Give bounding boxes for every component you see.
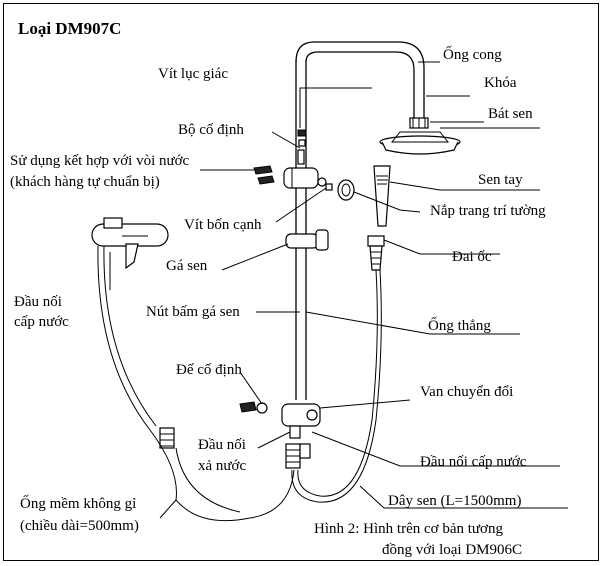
label-wall-cap: Nắp trang trí tường <box>430 203 546 219</box>
lock-nut <box>409 117 429 129</box>
label-flex-hose-1: Ống mềm không gỉ <box>20 494 136 512</box>
wall-cap <box>337 179 355 201</box>
label-straight-pipe: Ống thẳng <box>428 316 491 334</box>
label-customer-prepares: (khách hàng tự chuẩn bị) <box>10 174 160 190</box>
left-supply-connector <box>159 427 175 449</box>
label-hex-screw: Vít lục giác <box>158 66 228 82</box>
label-use-with-faucet: Sử dụng kết hợp với vòi nước <box>10 153 190 169</box>
caption-line-2: đồng với loại DM906C <box>382 542 522 558</box>
fixing-set <box>253 149 327 189</box>
label-drain-connector-2: xả nước <box>198 458 246 474</box>
shower-head <box>379 131 461 155</box>
label-nut: Đai ốc <box>452 249 492 265</box>
flexible-hose <box>97 245 295 522</box>
label-supply-connector-left-2: cấp nước <box>14 314 69 330</box>
slide-holder <box>285 229 329 251</box>
label-slide-holder: Gá sen <box>166 258 208 274</box>
wall-mixer-faucet <box>91 217 169 270</box>
label-drain-connector-1: Đầu nối <box>198 437 246 453</box>
label-lock: Khóa <box>484 75 517 91</box>
hose-nut <box>367 235 385 271</box>
label-hand-shower: Sen tay <box>478 172 523 188</box>
curved-pipe <box>295 41 425 118</box>
label-supply-connector-left-1: Đầu nối <box>14 294 62 310</box>
fixed-base <box>239 401 268 414</box>
straight-pipe <box>295 60 307 400</box>
label-four-edge-screw: Vít bốn cạnh <box>184 217 262 233</box>
label-flex-hose-2: (chiều dài=500mm) <box>20 518 139 534</box>
diagram-title: Loại DM907C <box>18 19 121 38</box>
hand-shower <box>373 165 391 227</box>
drain-connector <box>285 443 311 469</box>
label-fixed-base: Đế cố định <box>176 362 242 378</box>
diagram-frame <box>3 3 599 561</box>
caption-line-1: Hình 2: Hình trên cơ bản tương <box>314 521 503 537</box>
label-curved-pipe: Ống cong <box>443 45 502 63</box>
four-edge-screw <box>325 183 333 191</box>
label-shower-hose: Dây sen (L=1500mm) <box>388 493 521 509</box>
label-diverter-valve: Van chuyển đổi <box>420 384 513 400</box>
leader-lines <box>109 61 568 519</box>
hex-screw <box>297 129 307 147</box>
label-fixing-set: Bộ cố định <box>178 122 244 138</box>
label-supply-connector-right: Đầu nối cấp nước <box>420 454 527 470</box>
label-shower-head: Bát sen <box>488 106 533 122</box>
shower-hose <box>297 269 378 497</box>
label-slide-button: Nút bấm gá sen <box>146 304 240 320</box>
